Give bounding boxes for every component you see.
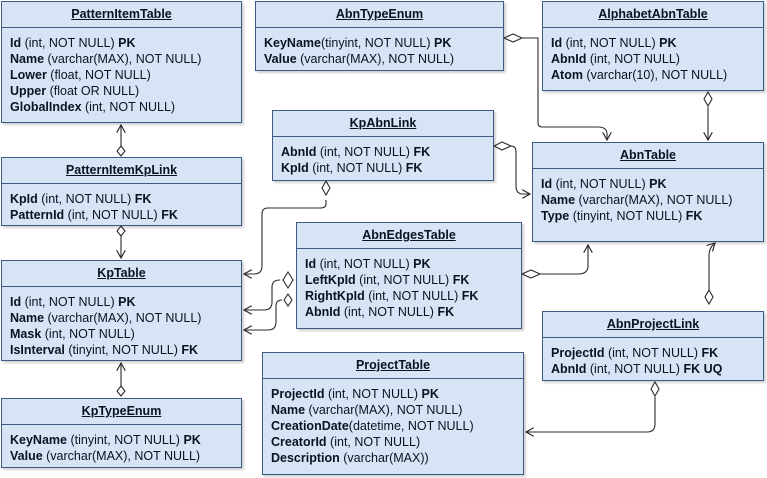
table-field: Atom (varchar(10), NOT NULL) bbox=[551, 68, 728, 82]
table-field: Type (tinyint, NOT NULL) FK bbox=[541, 209, 703, 223]
table-field: AbnId (int, NOT NULL) bbox=[551, 52, 680, 66]
diamond-abnprojectlink-top bbox=[704, 288, 714, 306]
table-title: PatternItemKpLink bbox=[2, 158, 241, 184]
table-kptable[interactable]: KpTable Id (int, NOT NULL) PK Name (varc… bbox=[1, 260, 242, 361]
link-abnprojectlink-projecttable bbox=[526, 397, 656, 432]
table-field: Name (varchar(MAX), NOT NULL) bbox=[541, 193, 733, 207]
link-abntypeenum-abntable bbox=[522, 37, 607, 140]
table-field: Description (varchar(MAX)) bbox=[271, 451, 429, 465]
table-kpabnlink[interactable]: KpAbnLink AbnId (int, NOT NULL) FK KpId … bbox=[272, 110, 494, 181]
link-abnprojectlink-abntable bbox=[709, 243, 715, 290]
table-field: KeyName (tinyint, NOT NULL) PK bbox=[10, 433, 201, 447]
diamond-kptypeenum bbox=[116, 385, 126, 397]
diamond-patternkplink-bottom bbox=[116, 225, 126, 237]
diamond-abnedges-leftlow bbox=[283, 293, 293, 307]
table-abnprojectlink[interactable]: AbnProjectLink ProjectId (int, NOT NULL)… bbox=[542, 311, 764, 381]
table-title: AlphabetAbnTable bbox=[543, 2, 763, 28]
table-field: AbnId (int, NOT NULL) FK bbox=[305, 305, 455, 319]
table-field: Id (int, NOT NULL) PK bbox=[541, 177, 667, 191]
diamond-alphabet bbox=[703, 90, 713, 108]
diamond-abntypeenum bbox=[502, 33, 524, 43]
table-abntypeenum[interactable]: AbnTypeEnum KeyName(tinyint, NOT NULL) P… bbox=[255, 1, 504, 71]
table-title: AbnEdgesTable bbox=[297, 223, 521, 249]
table-title: ProjectTable bbox=[263, 353, 523, 379]
diamond-kpabnlink-bottom bbox=[321, 179, 331, 197]
table-field: GlobalIndex (int, NOT NULL) bbox=[10, 100, 176, 114]
table-field: ProjectId (int, NOT NULL) FK bbox=[551, 346, 719, 360]
table-projecttable[interactable]: ProjectTable ProjectId (int, NOT NULL) P… bbox=[262, 352, 524, 475]
table-field: Name (varchar(MAX), NOT NULL) bbox=[10, 52, 202, 66]
link-kpabnlink-abntable bbox=[510, 145, 530, 194]
table-title: KpTable bbox=[2, 261, 241, 287]
table-title: AbnTypeEnum bbox=[256, 2, 503, 28]
table-field: IsInterval (tinyint, NOT NULL) FK bbox=[10, 343, 199, 357]
table-field: Id (int, NOT NULL) PK bbox=[10, 36, 136, 50]
table-field: CreationDate(datetime, NOT NULL) bbox=[271, 419, 474, 433]
link-abnedges-abntable bbox=[540, 245, 588, 275]
table-field: CreatorId (int, NOT NULL) bbox=[271, 435, 421, 449]
table-field: Id (int, NOT NULL) PK bbox=[551, 36, 677, 50]
table-abnedgestable[interactable]: AbnEdgesTable Id (int, NOT NULL) PK Left… bbox=[296, 222, 522, 329]
table-field: Name (varchar(MAX), NOT NULL) bbox=[271, 403, 463, 417]
table-title: KpTypeEnum bbox=[2, 399, 241, 425]
table-field: Mask (int, NOT NULL) bbox=[10, 327, 135, 341]
table-field: RightKpId (int, NOT NULL) FK bbox=[305, 289, 479, 303]
table-field: Value (varchar(MAX), NOT NULL) bbox=[264, 52, 455, 66]
diamond-kpabnlink-right bbox=[492, 141, 513, 151]
table-field: KpId (int, NOT NULL) FK bbox=[281, 161, 423, 175]
table-field: Value (varchar(MAX), NOT NULL) bbox=[10, 449, 201, 463]
table-field: Lower (float, NOT NULL) bbox=[10, 68, 151, 82]
link-abnedges-kptable-left bbox=[244, 279, 281, 310]
table-field: AbnId (int, NOT NULL) FK bbox=[281, 145, 431, 159]
table-field: KeyName(tinyint, NOT NULL) PK bbox=[264, 36, 452, 50]
table-patternitemkplink[interactable]: PatternItemKpLink KpId (int, NOT NULL) F… bbox=[1, 157, 242, 226]
table-abntable[interactable]: AbnTable Id (int, NOT NULL) PK Name (var… bbox=[532, 142, 764, 242]
table-field: ProjectId (int, NOT NULL) PK bbox=[271, 387, 439, 401]
table-title: PatternItemTable bbox=[2, 2, 241, 28]
table-field: PatternId (int, NOT NULL) FK bbox=[10, 208, 178, 222]
table-title: AbnProjectLink bbox=[543, 312, 763, 338]
diamond-abnprojectlink-bottom bbox=[650, 380, 660, 398]
table-kptypeenum[interactable]: KpTypeEnum KeyName (tinyint, NOT NULL) P… bbox=[1, 398, 242, 468]
table-title: KpAbnLink bbox=[273, 111, 493, 137]
table-title: AbnTable bbox=[533, 143, 763, 169]
diamond-abnedges-right bbox=[520, 269, 542, 279]
table-field: Id (int, NOT NULL) PK bbox=[10, 295, 136, 309]
table-field: AbnId (int, NOT NULL) FK UQ bbox=[551, 362, 723, 376]
diamond-patternkplink-top bbox=[116, 145, 126, 157]
table-field: Name (varchar(MAX), NOT NULL) bbox=[10, 311, 202, 325]
table-field: LeftKpId (int, NOT NULL) FK bbox=[305, 273, 470, 287]
table-field: Id (int, NOT NULL) PK bbox=[305, 257, 431, 271]
table-patternitemtable[interactable]: PatternItemTable Id (int, NOT NULL) PK N… bbox=[1, 1, 242, 123]
table-field: KpId (int, NOT NULL) FK bbox=[10, 192, 152, 206]
table-alphabetabntable[interactable]: AlphabetAbnTable Id (int, NOT NULL) PK A… bbox=[542, 1, 764, 91]
link-abnedges-kptable-right bbox=[244, 299, 283, 330]
link-kpabnlink-kptable bbox=[244, 200, 327, 274]
table-field: Upper (float OR NULL) bbox=[10, 84, 140, 98]
diamond-abnedges-left bbox=[282, 270, 294, 290]
